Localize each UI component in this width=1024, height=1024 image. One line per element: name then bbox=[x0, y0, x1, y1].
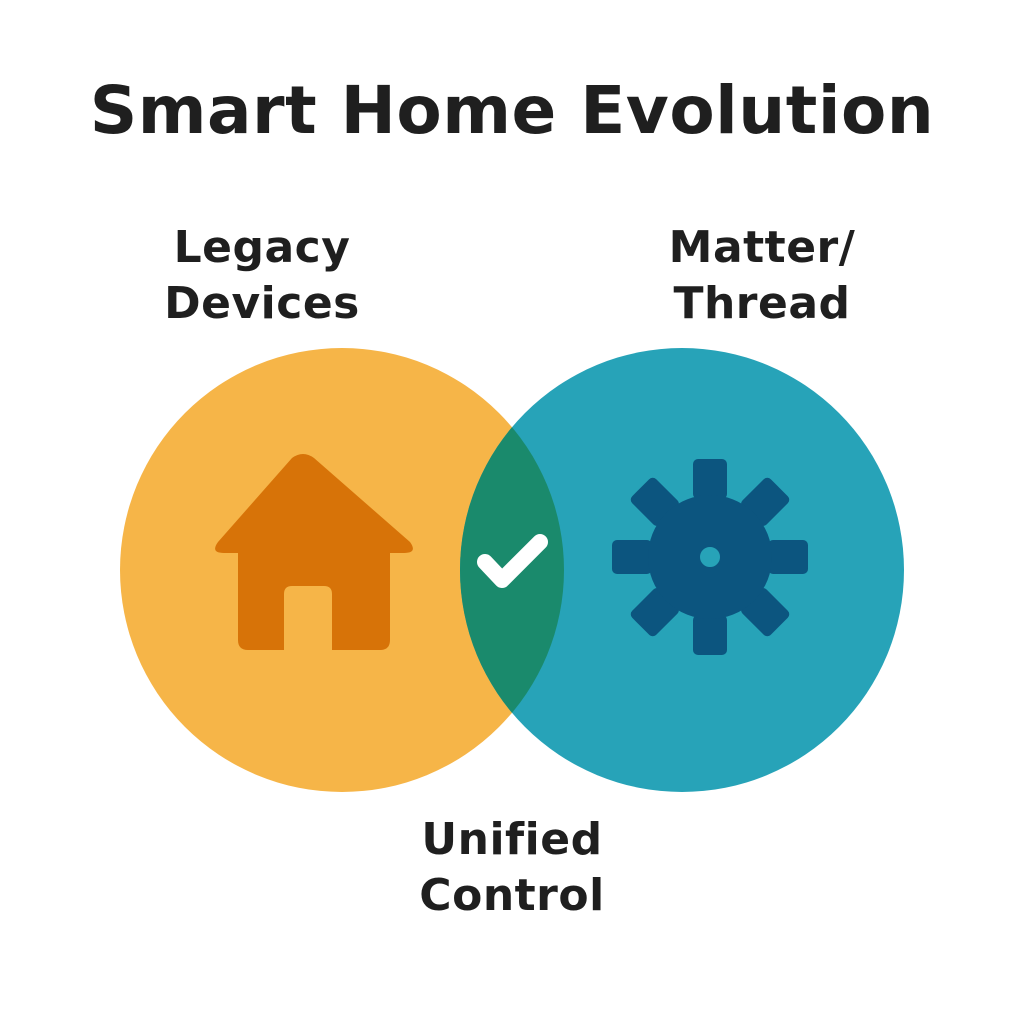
gear-icon bbox=[612, 459, 808, 655]
unified-control-label: Unified Control bbox=[362, 812, 662, 924]
unified-control-label-line-1: Unified bbox=[421, 814, 603, 865]
legacy-devices-label-line-1: Legacy bbox=[173, 222, 351, 273]
checkmark-icon bbox=[477, 534, 548, 588]
matter-thread-label-line-2: Thread bbox=[673, 278, 851, 329]
matter-thread-label: Matter/ Thread bbox=[612, 220, 912, 332]
legacy-devices-label-line-2: Devices bbox=[164, 278, 360, 329]
unified-control-label-line-2: Control bbox=[419, 870, 605, 921]
legacy-devices-label: Legacy Devices bbox=[112, 220, 412, 332]
page-title: Smart Home Evolution bbox=[89, 72, 935, 149]
house-icon bbox=[215, 454, 413, 650]
matter-thread-label-line-1: Matter/ bbox=[668, 222, 856, 273]
